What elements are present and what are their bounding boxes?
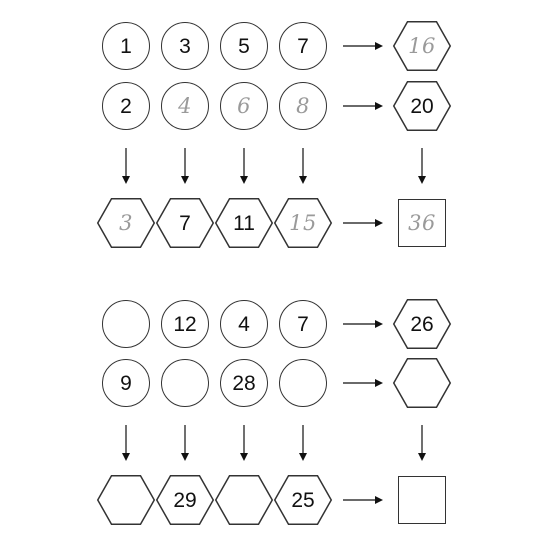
cell-value: 6 — [237, 93, 251, 118]
down-arrow-icon — [238, 148, 250, 184]
cell-value: 12 — [173, 312, 197, 336]
p1-row1-sum[interactable]: 16 — [392, 21, 452, 71]
p2-row1-sum[interactable]: 26 — [392, 299, 452, 349]
cell-value: 7 — [297, 34, 309, 58]
p1-row1-cell-2[interactable]: 3 — [161, 22, 209, 70]
down-arrow-icon — [297, 425, 309, 461]
cell-value: 2 — [120, 94, 132, 118]
cell-value: 8 — [296, 93, 310, 118]
sum-value: 15 — [289, 210, 317, 235]
p2-row1-cell-4[interactable]: 7 — [279, 300, 327, 348]
cell-value: 1 — [120, 34, 132, 58]
sum-value: 16 — [408, 33, 436, 58]
p2-row2-cell-2[interactable] — [161, 359, 209, 407]
p2-total[interactable] — [398, 476, 446, 524]
p2-row2-cell-4[interactable] — [279, 359, 327, 407]
p1-col-sum-2[interactable]: 7 — [155, 198, 215, 248]
down-arrow-icon — [179, 425, 191, 461]
down-arrow-icon — [120, 148, 132, 184]
right-arrow-icon — [343, 217, 383, 229]
p1-row2-cell-4[interactable]: 8 — [279, 82, 327, 130]
p1-row2-cell-3[interactable]: 6 — [220, 82, 268, 130]
p1-col-sum-1[interactable]: 3 — [96, 198, 156, 248]
p2-row2-sum[interactable] — [392, 358, 452, 408]
p1-row1-cell-3[interactable]: 5 — [220, 22, 268, 70]
p2-col-sum-2[interactable]: 29 — [155, 475, 215, 525]
p2-row2-cell-3[interactable]: 28 — [220, 359, 268, 407]
right-arrow-icon — [343, 40, 383, 52]
p1-row1-cell-1[interactable]: 1 — [102, 22, 150, 70]
right-arrow-icon — [343, 377, 383, 389]
cell-value: 4 — [238, 312, 250, 336]
p1-total[interactable]: 36 — [398, 199, 446, 247]
p1-row2-sum[interactable]: 20 — [392, 81, 452, 131]
sum-value: 11 — [233, 211, 255, 235]
sum-value: 29 — [173, 488, 197, 512]
p2-row1-cell-1[interactable] — [102, 300, 150, 348]
cell-value: 28 — [232, 371, 256, 395]
sum-value: 7 — [179, 211, 191, 235]
p2-col-sum-1[interactable] — [96, 475, 156, 525]
p1-col-sum-4[interactable]: 15 — [273, 198, 333, 248]
p2-row1-cell-3[interactable]: 4 — [220, 300, 268, 348]
cell-value: 9 — [120, 371, 132, 395]
right-arrow-icon — [343, 100, 383, 112]
cell-value: 3 — [179, 34, 191, 58]
p1-col-sum-3[interactable]: 11 — [214, 198, 274, 248]
p1-row1-cell-4[interactable]: 7 — [279, 22, 327, 70]
p2-col-sum-4[interactable]: 25 — [273, 475, 333, 525]
p2-row1-cell-2[interactable]: 12 — [161, 300, 209, 348]
cell-value: 4 — [178, 93, 192, 118]
right-arrow-icon — [343, 318, 383, 330]
p2-col-sum-3[interactable] — [214, 475, 274, 525]
sum-value: 3 — [119, 210, 133, 235]
down-arrow-icon — [238, 425, 250, 461]
sum-value: 26 — [410, 312, 434, 336]
sum-value: 25 — [291, 488, 315, 512]
down-arrow-icon — [416, 425, 428, 461]
p1-row2-cell-2[interactable]: 4 — [161, 82, 209, 130]
p2-row2-cell-1[interactable]: 9 — [102, 359, 150, 407]
cell-value: 5 — [238, 34, 250, 58]
down-arrow-icon — [179, 148, 191, 184]
sum-value: 20 — [410, 94, 434, 118]
p1-row2-cell-1[interactable]: 2 — [102, 82, 150, 130]
cell-value: 7 — [297, 312, 309, 336]
total-value: 36 — [408, 210, 436, 235]
down-arrow-icon — [297, 148, 309, 184]
down-arrow-icon — [120, 425, 132, 461]
right-arrow-icon — [343, 494, 383, 506]
down-arrow-icon — [416, 148, 428, 184]
